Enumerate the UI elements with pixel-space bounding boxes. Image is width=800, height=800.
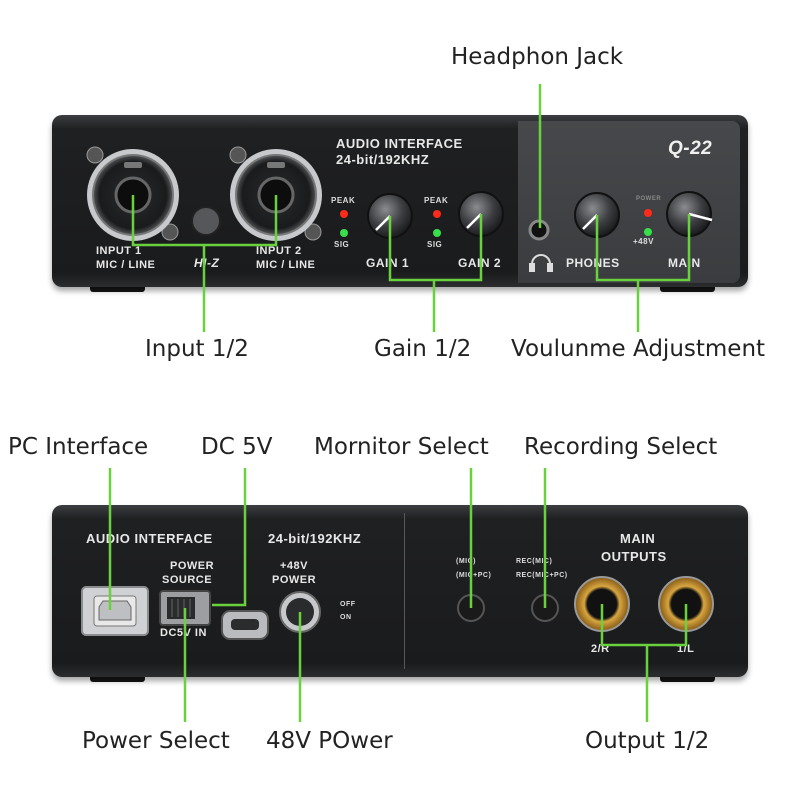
- input1-label: INPUT 1: [96, 245, 142, 257]
- peak-led-1: [340, 210, 348, 218]
- sig-label-2: SIG: [427, 240, 443, 249]
- input1-sub: MIC / LINE: [96, 259, 156, 271]
- leader-lines: [108, 84, 691, 722]
- gain2-label: GAIN 2: [458, 256, 502, 270]
- monitor-option-2: (MIC+PC): [456, 572, 492, 579]
- usb-b-port-icon[interactable]: [81, 586, 149, 636]
- main-outputs-line1: MAIN: [620, 531, 656, 546]
- power48-back-line1: +48V: [280, 560, 308, 572]
- power48-front-label: +48V: [633, 237, 654, 246]
- callout-pc-interface: PC Interface: [8, 434, 149, 460]
- back-divider: [404, 513, 405, 669]
- callout-monitor-select: Mornitor Select: [314, 434, 489, 460]
- gain1-label: GAIN 1: [366, 256, 410, 270]
- input2-label: INPUT 2: [256, 245, 302, 257]
- input2-sub: MIC / LINE: [256, 259, 316, 271]
- callout-headphone-jack: Headphon Jack: [451, 44, 624, 70]
- front-foot-left: [90, 286, 145, 292]
- headphone-icon: [529, 254, 553, 272]
- callout-gain: Gain 1/2: [374, 336, 472, 362]
- monitor-option-1: (MIC): [456, 558, 476, 565]
- hiz-button[interactable]: [191, 206, 221, 236]
- callout-48v-power: 48V POwer: [266, 728, 393, 754]
- off-label: OFF: [340, 601, 356, 608]
- callout-recording-select: Recording Select: [524, 434, 718, 460]
- dc5v-in-label: DC5V IN: [160, 627, 207, 639]
- peak-label-1: PEAK: [331, 196, 356, 205]
- model-label: Q-22: [668, 138, 713, 159]
- sig-led-1: [340, 229, 348, 237]
- peak-led-2: [433, 210, 441, 218]
- callout-volume: Voulunme Adjustment: [511, 336, 766, 362]
- main-outputs-line2: OUTPUTS: [601, 549, 667, 564]
- phones-label: PHONES: [566, 256, 620, 270]
- back-title-line2: 24-bit/192KHZ: [268, 531, 362, 546]
- front-foot-right: [660, 286, 715, 292]
- power48-back-line2: POWER: [272, 574, 317, 586]
- back-title-line1: AUDIO INTERFACE: [86, 531, 213, 546]
- sig-label-1: SIG: [334, 240, 350, 249]
- on-label: ON: [340, 614, 352, 621]
- peak-label-2: PEAK: [424, 196, 449, 205]
- callout-dc5v: DC 5V: [201, 434, 273, 460]
- back-foot-right: [660, 676, 715, 682]
- callout-input: Input 1/2: [145, 336, 249, 362]
- power-front-small: POWER: [636, 196, 662, 202]
- sig-led-2: [433, 229, 441, 237]
- rec-option-2: REC(MIC+PC): [516, 572, 568, 579]
- micro-usb-port-icon[interactable]: [221, 610, 269, 640]
- front-title-line2: 24-bit/192KHZ: [336, 152, 430, 167]
- callout-output: Output 1/2: [585, 728, 710, 754]
- power-led: [644, 209, 652, 217]
- power-source-line2: SOURCE: [162, 574, 213, 586]
- hiz-label: HI-Z: [194, 256, 220, 270]
- power-source-line1: POWER: [170, 560, 215, 572]
- rec-option-1: REC(MIC): [516, 558, 553, 565]
- front-title-line1: AUDIO INTERFACE: [336, 136, 463, 151]
- back-foot-left: [90, 676, 145, 682]
- callout-power-select: Power Select: [82, 728, 230, 754]
- power48-led: [644, 228, 652, 236]
- main-label: MAIN: [668, 256, 701, 270]
